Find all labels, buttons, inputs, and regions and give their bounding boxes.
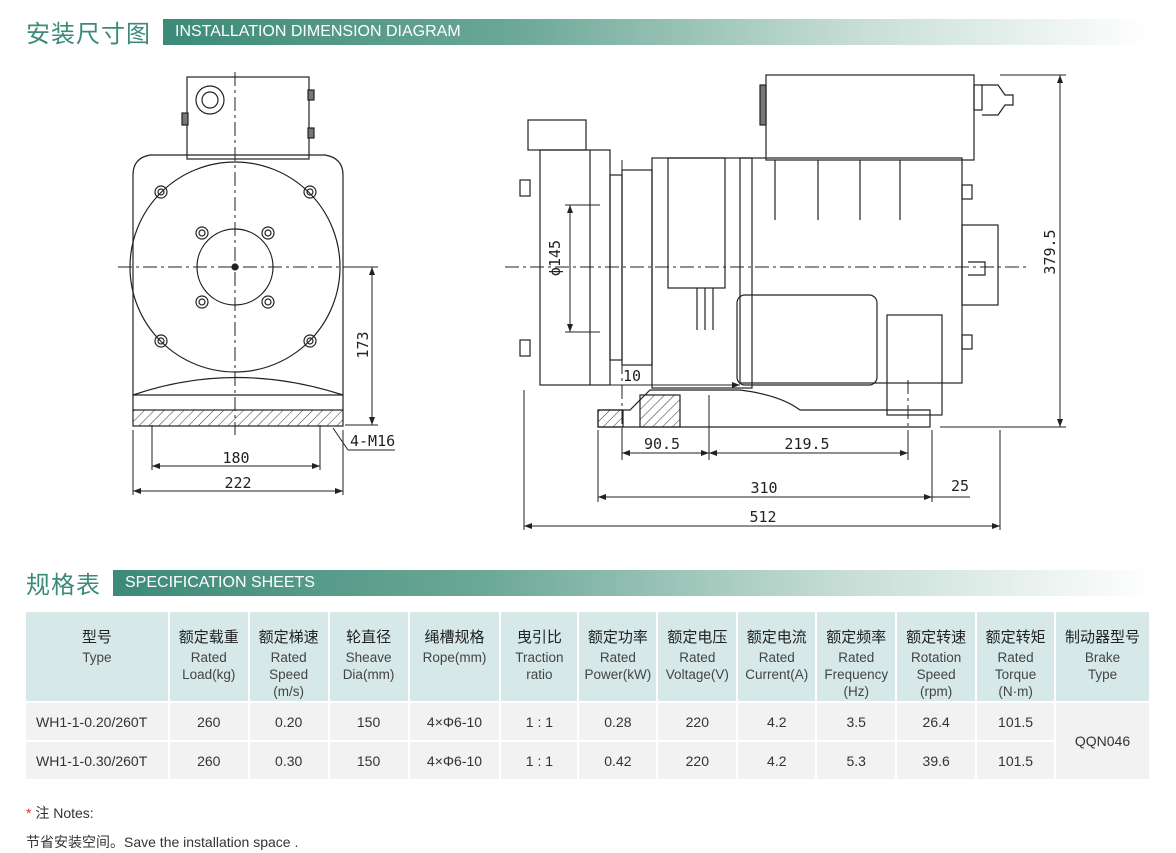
- cell-load: 260: [168, 740, 250, 779]
- terminal-block: [667, 157, 726, 289]
- control-box-side: [765, 74, 975, 161]
- side-view: [519, 74, 1014, 428]
- cell-rotation: 26.4: [896, 701, 978, 741]
- cell-power: 0.42: [578, 740, 659, 779]
- dim-10: 10: [623, 367, 641, 385]
- cell-ratio: 1 : 1: [500, 740, 580, 779]
- brake-cap: [527, 119, 587, 151]
- cell-frequency: 5.3: [816, 740, 898, 779]
- notes-line: 节省安装空间。Save the installation space .: [26, 834, 299, 850]
- cell-speed: 0.30: [248, 740, 330, 779]
- motor-housing-front: [132, 154, 344, 396]
- cell-voltage: 220: [657, 701, 739, 741]
- cell-current: 4.2: [737, 740, 818, 779]
- section-title-en: SPECIFICATION SHEETS: [113, 569, 1155, 596]
- cell-sheave: 150: [328, 701, 410, 741]
- base-plate-front: [132, 409, 344, 427]
- cell-frequency: 3.5: [816, 701, 898, 741]
- cell-load: 260: [168, 701, 250, 741]
- cell-brake: QQN046: [1055, 701, 1151, 779]
- dim-90-5: 90.5: [644, 435, 680, 453]
- dim-phi145: ϕ145: [546, 240, 564, 276]
- cell-current: 4.2: [737, 701, 818, 741]
- cell-sheave: 150: [328, 740, 410, 779]
- dim-222: 222: [224, 474, 251, 492]
- cell-ratio: 1 : 1: [500, 701, 580, 741]
- section-title-en: INSTALLATION DIMENSION DIAGRAM: [163, 18, 1150, 45]
- cell-torque: 101.5: [976, 701, 1057, 741]
- notes-label: 注 Notes:: [31, 805, 94, 821]
- cell-rope: 4×Φ6-10: [408, 740, 502, 779]
- front-view: [129, 76, 344, 427]
- table-row: WH1-1-0.30/260T 260 0.30 150 4×Φ6-10 1 :…: [26, 740, 1150, 779]
- notes-title: * 注 Notes:: [26, 803, 94, 823]
- dim-4-m16: 4-M16: [350, 432, 395, 450]
- control-box-front: [186, 76, 310, 160]
- cell-power: 0.28: [578, 701, 659, 741]
- cell-rope: 4×Φ6-10: [408, 701, 502, 741]
- table-row: WH1-1-0.20/260T 260 0.20 150 4×Φ6-10 1 :…: [26, 701, 1151, 779]
- motor-body-side: [739, 157, 963, 384]
- cell-type: WH1-1-0.20/260T: [26, 701, 170, 741]
- base-side: [597, 389, 931, 428]
- cell-rotation: 39.6: [896, 740, 978, 779]
- dim-173: 173: [354, 331, 372, 358]
- cell-voltage: 220: [657, 740, 739, 779]
- bolt-holes: [154, 185, 317, 348]
- section-title-installation: 安装尺寸图 INSTALLATION DIMENSION DIAGRAM: [26, 14, 1150, 49]
- dim-219-5: 219.5: [784, 435, 829, 453]
- dim-180: 180: [222, 449, 249, 467]
- dim-512: 512: [749, 508, 776, 526]
- cell-type: WH1-1-0.30/260T: [26, 740, 170, 779]
- cell-speed: 0.20: [248, 701, 330, 741]
- dim-379-5: 379.5: [1041, 229, 1059, 274]
- installation-dimension-drawing: 180 222 173 4-M16: [118, 72, 1066, 530]
- dim-310: 310: [750, 479, 777, 497]
- note-star: *: [26, 805, 32, 821]
- section-title-cn: 安装尺寸图: [26, 20, 151, 48]
- cell-torque: 101.5: [976, 740, 1057, 779]
- section-title-specification: 规格表 SPECIFICATION SHEETS: [26, 565, 1155, 600]
- dim-25: 25: [951, 477, 969, 495]
- section-title-cn: 规格表: [26, 571, 101, 599]
